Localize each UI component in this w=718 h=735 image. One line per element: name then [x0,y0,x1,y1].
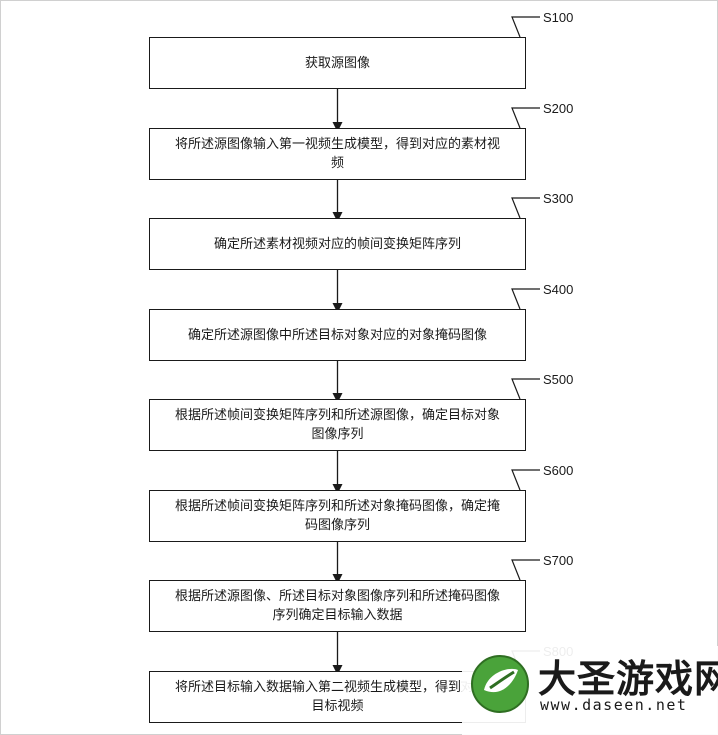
watermark-url: www.daseen.net [540,696,688,714]
step-box-s700: 根据所述源图像、所述目标对象图像序列和所述掩码图像序列确定目标输入数据 [149,580,526,632]
step-label: S600 [543,463,574,478]
watermark-title: 大圣游戏网 [538,657,718,701]
step-text: 将所述源图像输入第一视频生成模型，得到对应的素材视频 [175,135,500,173]
watermark-logo-icon [471,655,529,713]
step-text: 根据所述帧间变换矩阵序列和所述源图像，确定目标对象图像序列 [175,406,500,444]
step-label: S700 [543,553,574,568]
label-leader-line [511,559,540,581]
step-text-line: 将所述源图像输入第一视频生成模型，得到对应的素材视 [174,137,500,152]
step-label: S500 [543,372,574,387]
label-leader-line [511,16,540,38]
step-label: S400 [543,282,574,297]
connectors [332,16,540,675]
step-box-s100: 获取源图像 [149,37,526,89]
label-leader-line [511,107,540,129]
label-leader-line [511,469,540,491]
step-text-line: 确定所述素材视频对应的帧间变换矩阵序列 [213,236,461,252]
step-label: S200 [543,101,574,116]
label-leader-line [511,288,540,310]
step-box-s300: 确定所述素材视频对应的帧间变换矩阵序列 [149,218,526,270]
step-text-line: 确定所述源图像中所述目标对象对应的对象掩码图像 [187,327,487,343]
step-label: S300 [543,191,574,206]
step-text-line: 根据所述源图像、所述目标对象图像序列和所述掩码图像 [174,589,500,604]
step-text-line: 频 [330,156,344,171]
step-text-line: 根据所述帧间变换矩阵序列和所述源图像，确定目标对象 [174,408,500,423]
label-leader-line [511,378,540,400]
watermark: 大圣游戏网 www.daseen.net [462,646,718,735]
step-text: 获取源图像 [305,54,370,73]
step-text: 根据所述帧间变换矩阵序列和所述对象掩码图像，确定掩码图像序列 [175,497,500,535]
step-text-line: 码图像序列 [304,518,370,533]
step-text-line: 将所述目标输入数据输入第二视频生成模型，得到对应的 [174,680,500,695]
step-text: 确定所述素材视频对应的帧间变换矩阵序列 [214,235,461,254]
step-text-line: 目标视频 [311,699,364,714]
step-box-s200: 将所述源图像输入第一视频生成模型，得到对应的素材视频 [149,128,526,180]
step-text-line: 序列确定目标输入数据 [272,608,403,623]
step-label: S100 [543,10,574,25]
step-text-line: 根据所述帧间变换矩阵序列和所述对象掩码图像，确定掩 [174,499,500,514]
step-box-s400: 确定所述源图像中所述目标对象对应的对象掩码图像 [149,309,526,361]
step-text: 根据所述源图像、所述目标对象图像序列和所述掩码图像序列确定目标输入数据 [175,587,500,625]
step-text-line: 图像序列 [311,427,364,442]
label-leader-line [511,197,540,219]
step-text: 将所述目标输入数据输入第二视频生成模型，得到对应的目标视频 [175,678,500,716]
step-text-line: 获取源图像 [304,55,370,71]
step-box-s500: 根据所述帧间变换矩阵序列和所述源图像，确定目标对象图像序列 [149,399,526,451]
step-box-s600: 根据所述帧间变换矩阵序列和所述对象掩码图像，确定掩码图像序列 [149,490,526,542]
step-text: 确定所述源图像中所述目标对象对应的对象掩码图像 [188,326,487,345]
